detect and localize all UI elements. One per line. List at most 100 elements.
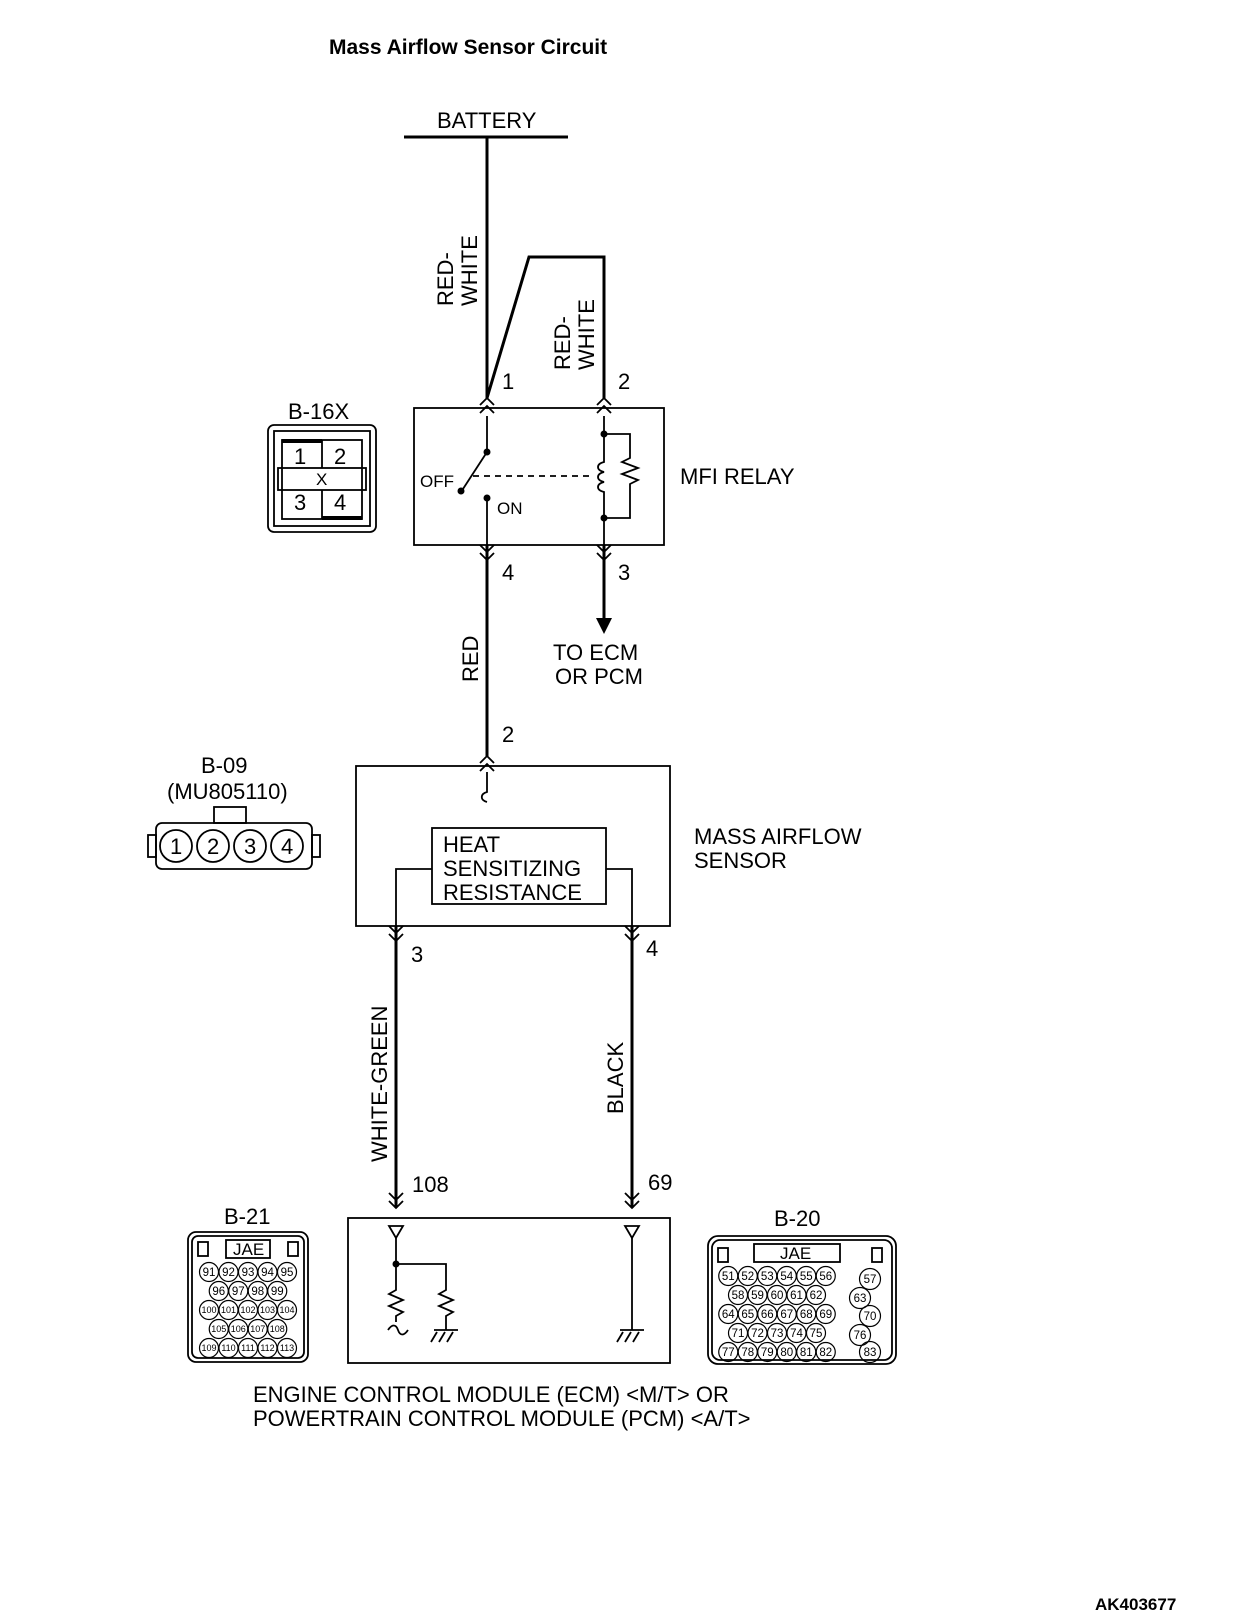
wire-red-white-2 [485,255,606,399]
b20-pin-80: 80 [780,1347,793,1359]
b21-brand: JAE [233,1240,264,1259]
b20-pin-61: 61 [790,1290,803,1302]
heat-sensitizing-resistance-box [431,827,607,905]
relay-switch-on-label: ON [497,499,523,518]
heat-element-line2: SENSITIZING [443,856,581,881]
wire-label-red-white-1: RED- WHITE [433,235,482,306]
to-ecm-arrowhead [596,618,612,634]
b21-pin-104-circle [276,1299,298,1321]
b20-pin-57: 57 [864,1274,877,1286]
connector-b21-name: B-21 [224,1204,270,1229]
b20-pin-56-circle [815,1265,836,1287]
b20-pin-65: 65 [741,1309,754,1321]
relay-coil [597,416,641,545]
connector-b09-name: B-09 [201,753,247,778]
wire-label-red-white-2: RED- WHITE [550,299,599,370]
wire-label-red: RED [458,636,483,682]
b20-pin-51: 51 [722,1271,735,1283]
sensor-internal-lead-4 [606,868,633,926]
connector-b16x-name: B-16X [288,399,349,424]
b16x-pin-1: 1 [294,444,306,469]
b20-pin-55: 55 [800,1271,813,1283]
b16x-pin-2: 2 [334,444,346,469]
connector-b16x: B-16X 1 2 3 4 X [267,399,377,533]
b09-pin-4: 4 [281,834,293,859]
b20-brand: JAE [780,1244,811,1263]
b21-pin-104: 104 [279,1305,294,1315]
b20-pin-72: 72 [751,1328,764,1340]
b20-pin-60: 60 [771,1290,784,1302]
b16x-mark: X [316,470,327,489]
b21-pin-96: 96 [212,1286,225,1298]
b20-pin-69-circle [815,1303,836,1325]
b20-pin-63: 63 [854,1293,867,1305]
b16x-pin-3: 3 [294,490,306,515]
battery-terminal: BATTERY [404,108,568,139]
b21-pin-107: 107 [250,1324,265,1334]
to-ecm-label-line2: OR PCM [555,664,643,689]
connector-b09: B-09 (MU805110) 1 2 3 4 [147,753,321,870]
b21-pin-99: 99 [271,1286,284,1298]
mfi-relay-box [413,407,665,546]
b20-pin-83: 83 [864,1347,877,1359]
b21-pin-94: 94 [261,1267,274,1279]
figure-id: AK403677 [1095,1595,1176,1614]
sensor-pin-4-label: 4 [646,936,658,961]
ecm-internal-circuit [386,1225,644,1343]
relay-pin-4-label: 4 [502,560,514,585]
b20-pin-83-circle [858,1340,882,1364]
wire-label-red-white-1-line2: WHITE [457,235,482,306]
b20-pin-75: 75 [810,1328,823,1340]
b20-pin-68: 68 [800,1309,813,1321]
b20-pin-62-circle [805,1284,827,1306]
b20-pin-76-circle [848,1323,872,1347]
ecm-label-line2: POWERTRAIN CONTROL MODULE (PCM) <A/T> [253,1406,751,1431]
b20-pin-71: 71 [732,1328,745,1340]
b21-pin-113-circle [276,1337,298,1359]
b20-pin-81: 81 [800,1347,813,1359]
b21-pin-95-circle [276,1261,298,1283]
b16x-pin-4: 4 [334,490,346,515]
b20-pin-73: 73 [771,1328,784,1340]
mass-airflow-sensor-label-line1: MASS AIRFLOW [694,824,862,849]
b21-pin-110: 110 [221,1343,235,1353]
wire-label-white-green: WHITE-GREEN [367,1006,392,1162]
sensor-pin-2-arrow [479,755,495,772]
b20-pin-62: 62 [810,1290,823,1302]
b20-pin-57-circle [858,1267,882,1291]
mass-airflow-sensor-box [355,765,671,927]
sensor-pin-3-label: 3 [411,942,423,967]
heat-element-line1: HEAT [443,832,500,857]
b20-pin-77: 77 [722,1347,735,1359]
b20-pin-78: 78 [741,1347,754,1359]
b09-pin-1: 1 [170,834,182,859]
heat-element-line3: RESISTANCE [443,880,582,905]
ecm-box [347,1217,671,1364]
b20-pin-66: 66 [761,1309,774,1321]
b21-pin-98: 98 [251,1286,264,1298]
wire-label-red-white-1-line1: RED- [433,252,458,306]
b21-pin-91: 91 [203,1267,216,1279]
b20-pin-69: 69 [819,1309,832,1321]
b21-pin-108-circle [267,1318,288,1340]
relay-pin-2-label: 2 [618,369,630,394]
connector-b20-name: B-20 [774,1206,820,1231]
mfi-relay-label: MFI RELAY [680,464,795,489]
connector-b09-part-number: (MU805110) [167,779,288,804]
b21-pin-92: 92 [222,1267,235,1279]
to-ecm-label-line1: TO ECM [553,640,638,665]
relay-pin-2-arrow [596,397,612,414]
b20-pin-70-circle [858,1304,882,1328]
relay-pin-1-arrow [479,397,495,414]
mass-airflow-sensor-label-line2: SENSOR [694,848,787,873]
wire-label-red-white-2-line1: RED- [550,316,575,370]
sensor-internal-lead [480,772,488,803]
b21-pin-113: 113 [280,1343,294,1353]
b20-pin-67: 67 [780,1309,793,1321]
ecm-pin-108-label: 108 [412,1172,449,1197]
b21-pin-109: 109 [201,1343,216,1353]
b20-pin-58: 58 [732,1290,745,1302]
